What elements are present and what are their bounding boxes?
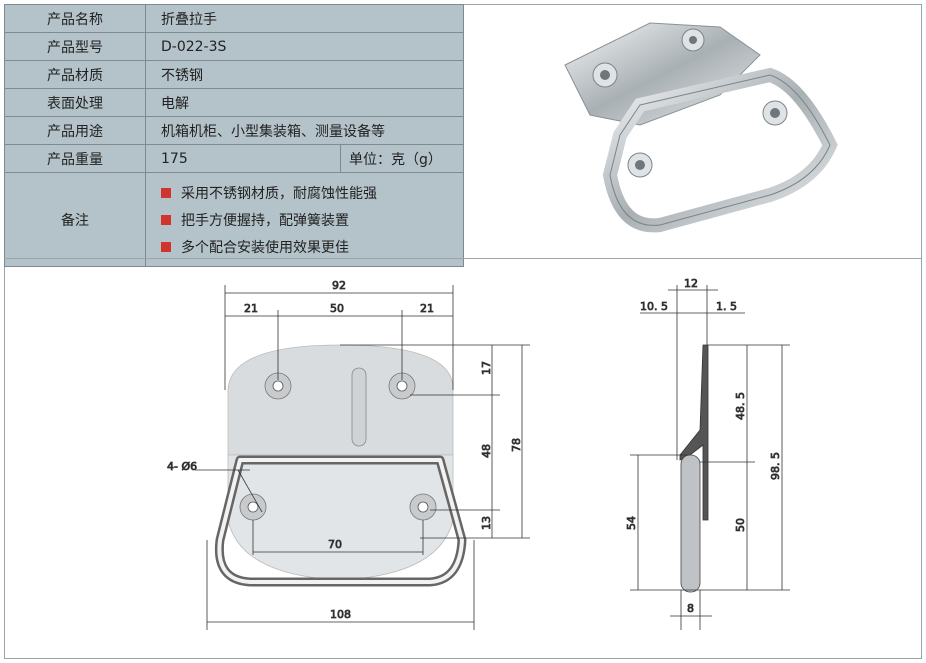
dim-50: 50: [330, 302, 344, 315]
dim-21-left: 21: [244, 302, 258, 315]
table-row: 产品名称折叠拉手: [4, 4, 464, 33]
dim-10-5: 10. 5: [640, 300, 668, 313]
bullet-icon: [161, 214, 171, 225]
row-value: 机箱机柜、小型集装箱、测量设备等: [145, 116, 464, 145]
row-label: 产品名称: [4, 4, 146, 33]
table-row: 备注 采用不锈钢材质，耐腐蚀性能强 把手方便握持，配弹簧装置 多个配合安装使用效…: [4, 172, 464, 267]
row-value: D-022-3S: [145, 32, 464, 61]
front-view: 92 21 50 21 17 48 13 78 70 108 4- Ø6: [167, 279, 530, 630]
dim-13: 13: [480, 516, 493, 530]
dim-98-5: 98. 5: [769, 452, 782, 480]
dim-8: 8: [687, 602, 694, 615]
dim-70: 70: [328, 538, 342, 551]
row-label: 产品重量: [4, 144, 146, 173]
dim-78: 78: [510, 438, 523, 452]
row-value: 折叠拉手: [145, 4, 464, 33]
row-label: 备注: [4, 172, 146, 267]
dim-50-side: 50: [734, 518, 747, 532]
row-label: 表面处理: [4, 88, 146, 117]
list-item: 把手方便握持，配弹簧装置: [161, 206, 463, 233]
row-label: 产品用途: [4, 116, 146, 145]
bullet-icon: [161, 241, 171, 252]
product-photo: [564, 22, 838, 233]
technical-drawing: 92 21 50 21 17 48 13 78 70 108 4- Ø6 12 …: [167, 277, 790, 630]
weight-unit: 单位：克（g）: [340, 144, 464, 173]
row-label: 产品型号: [4, 32, 146, 61]
dim-108: 108: [330, 608, 351, 621]
notes-cell: 采用不锈钢材质，耐腐蚀性能强 把手方便握持，配弹簧装置 多个配合安装使用效果更佳: [145, 172, 464, 267]
row-label: 产品材质: [4, 60, 146, 89]
dim-1-5: 1. 5: [716, 300, 737, 313]
dim-12: 12: [684, 277, 698, 290]
dim-hole: 4- Ø6: [167, 460, 197, 473]
dim-21-right: 21: [420, 302, 434, 315]
weight-value: 175: [145, 144, 341, 173]
bullet-icon: [161, 187, 171, 198]
side-view: 12 10. 5 1. 5 48. 5 50 98. 5 54 8: [625, 277, 790, 630]
dim-54: 54: [625, 516, 638, 530]
table-row: 表面处理电解: [4, 88, 464, 117]
list-item: 采用不锈钢材质，耐腐蚀性能强: [161, 179, 463, 206]
table-row: 产品材质不锈钢: [4, 60, 464, 89]
dim-48: 48: [480, 444, 493, 458]
row-value: 不锈钢: [145, 60, 464, 89]
row-value: 电解: [145, 88, 464, 117]
dim-48-5: 48. 5: [734, 392, 747, 420]
section-divider: [4, 258, 922, 259]
dim-92: 92: [332, 279, 346, 292]
table-row: 产品用途机箱机柜、小型集装箱、测量设备等: [4, 116, 464, 145]
dim-17: 17: [480, 361, 493, 375]
list-item: 多个配合安装使用效果更佳: [161, 233, 463, 260]
